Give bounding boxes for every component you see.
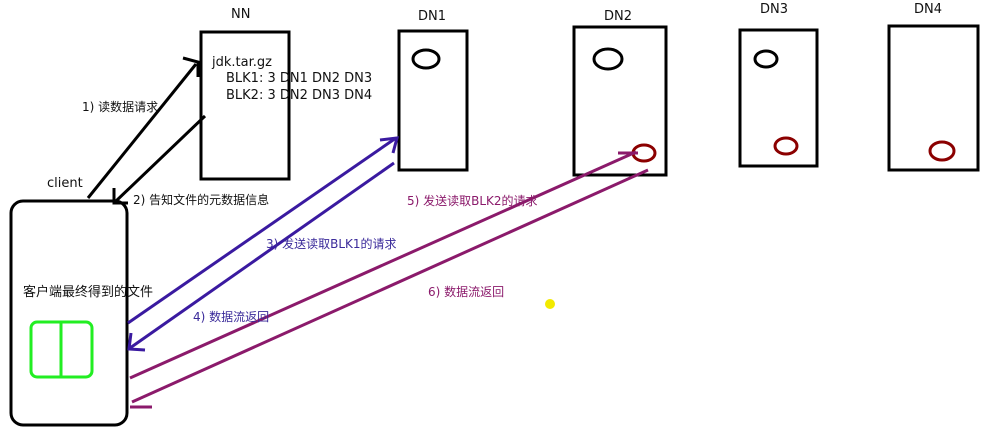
client-title: client (47, 176, 83, 191)
nn-file-name: jdk.tar.gz (212, 55, 272, 70)
dn3-blk2-circle (773, 136, 799, 156)
arrow-5-blk2-request (129, 150, 637, 380)
step-2-label: 2) 告知文件的元数据信息 (133, 193, 270, 207)
dn4-blk2-circle (928, 140, 956, 162)
dn1-box (397, 29, 469, 172)
dn3-blk1-circle (753, 49, 779, 69)
arrow-2-head (112, 188, 128, 205)
dn2-title: DN2 (604, 9, 633, 24)
client-box (9, 199, 129, 427)
dn1-title: DN1 (418, 9, 447, 24)
step-1-label: 1) 读数据请求 (82, 100, 159, 114)
step-4-label: 4) 数据流返回 (193, 310, 270, 324)
dn4-title: DN4 (914, 2, 943, 17)
arrow-4-head (127, 332, 146, 352)
nn-title: NN (231, 7, 251, 22)
dn2-box (572, 25, 668, 177)
nn-blk2-info: BLK2: 3 DN2 DN3 DN4 (226, 88, 373, 103)
dn1-blk1-circle (411, 48, 441, 70)
step-6-label: 6) 数据流返回 (428, 285, 505, 299)
arrow-4-blk1-data (129, 161, 395, 350)
dn4-box (887, 24, 980, 172)
step-3-label: 3) 发送读取BLK1的请求 (266, 237, 397, 251)
arrow-6-blk2-data (131, 168, 649, 404)
arrow-1-read-request (86, 63, 198, 199)
step-5-label: 5) 发送读取BLK2的请求 (407, 194, 538, 208)
nn-box (199, 30, 291, 181)
arrow-3-blk1-request (127, 136, 397, 325)
dn3-title: DN3 (760, 2, 789, 17)
nn-blk1-info: BLK1: 3 DN1 DN2 DN3 (226, 71, 373, 86)
cursor-highlight-dot (545, 299, 555, 309)
arrow-1-head (182, 56, 200, 77)
arrow-2-metadata (113, 114, 207, 204)
dn3-box (738, 28, 819, 168)
dn2-blk1-circle (592, 47, 624, 71)
arrow-3-head (379, 136, 400, 154)
client-final-file-label: 客户端最终得到的文件 (23, 285, 154, 300)
